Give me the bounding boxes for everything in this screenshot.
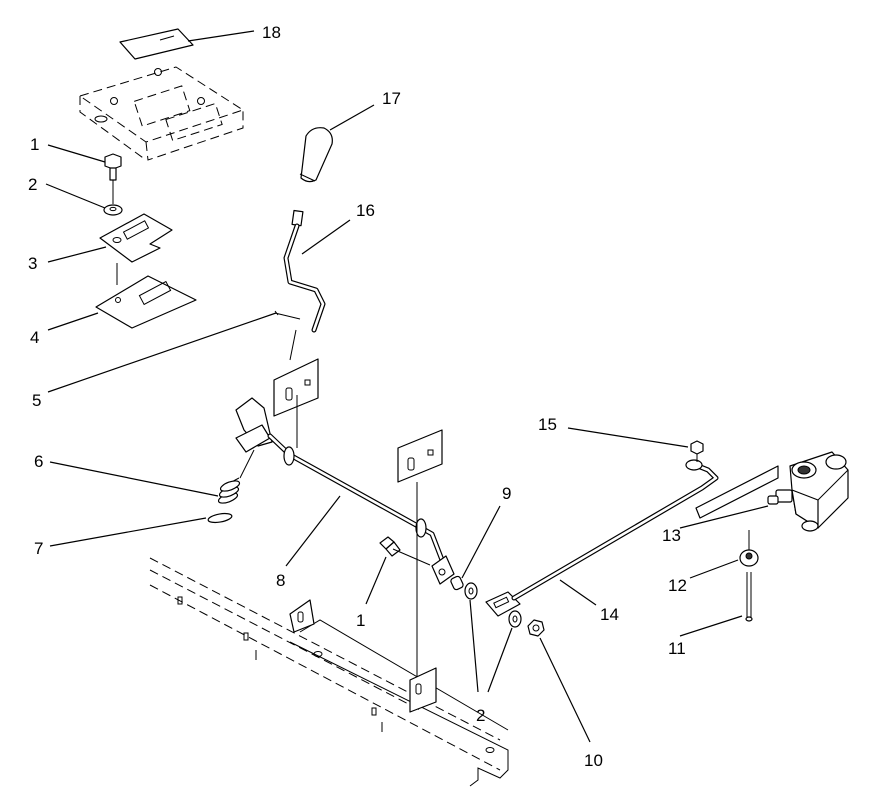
callout-14: 14 bbox=[600, 605, 619, 624]
washer-part-2 bbox=[103, 204, 123, 216]
pin-part-11 bbox=[745, 572, 753, 622]
clip-part-7 bbox=[207, 512, 233, 524]
callout-12: 12 bbox=[668, 576, 687, 595]
frame-channel bbox=[149, 557, 509, 787]
shift-plate-dashed bbox=[79, 66, 245, 161]
nut-part-15 bbox=[690, 440, 704, 462]
callout-7: 7 bbox=[34, 539, 43, 558]
bolt-part-1 bbox=[104, 153, 122, 204]
callout-labels: 18 1 2 3 4 5 6 7 8 1 9 2 10 11 12 13 14 … bbox=[28, 23, 687, 770]
bracket-plate-middle bbox=[397, 429, 443, 680]
bracket-plate-upper bbox=[273, 358, 319, 417]
callout-13: 13 bbox=[662, 526, 681, 545]
callout-18: 18 bbox=[262, 23, 281, 42]
callout-1-lower: 1 bbox=[356, 611, 365, 630]
callout-10: 10 bbox=[584, 751, 603, 770]
decal-part-18 bbox=[119, 28, 194, 60]
callout-2-upper: 2 bbox=[28, 175, 37, 194]
callout-9: 9 bbox=[502, 484, 511, 503]
callout-11: 11 bbox=[668, 639, 686, 658]
callout-8: 8 bbox=[276, 571, 285, 590]
callout-1-upper: 1 bbox=[30, 135, 39, 154]
nut-part-10 bbox=[527, 619, 545, 637]
washer-part-2-lower bbox=[464, 582, 522, 628]
shift-lever-part-16 bbox=[283, 209, 326, 361]
collar-part-12 bbox=[739, 530, 759, 567]
callout-6: 6 bbox=[34, 452, 43, 471]
spacer-part-9 bbox=[450, 575, 464, 591]
knob-part-17 bbox=[299, 127, 333, 183]
callout-3: 3 bbox=[28, 254, 37, 273]
linkage-rod-part-14 bbox=[485, 459, 719, 617]
callout-5: 5 bbox=[32, 391, 41, 410]
callout-16: 16 bbox=[356, 201, 375, 220]
valve-part-13 bbox=[695, 451, 849, 532]
callout-17: 17 bbox=[382, 89, 401, 108]
plate-part-4 bbox=[95, 263, 197, 329]
callout-4: 4 bbox=[30, 328, 39, 347]
bolt-part-1-lower bbox=[379, 536, 431, 566]
callout-15: 15 bbox=[538, 415, 557, 434]
spring-part-6 bbox=[217, 449, 255, 504]
leader-lines bbox=[45, 30, 769, 743]
shift-rod-part-8 bbox=[235, 395, 455, 585]
pin-part-5 bbox=[274, 310, 301, 320]
plate-part-3 bbox=[99, 213, 173, 263]
callout-2-lower: 2 bbox=[476, 706, 485, 725]
